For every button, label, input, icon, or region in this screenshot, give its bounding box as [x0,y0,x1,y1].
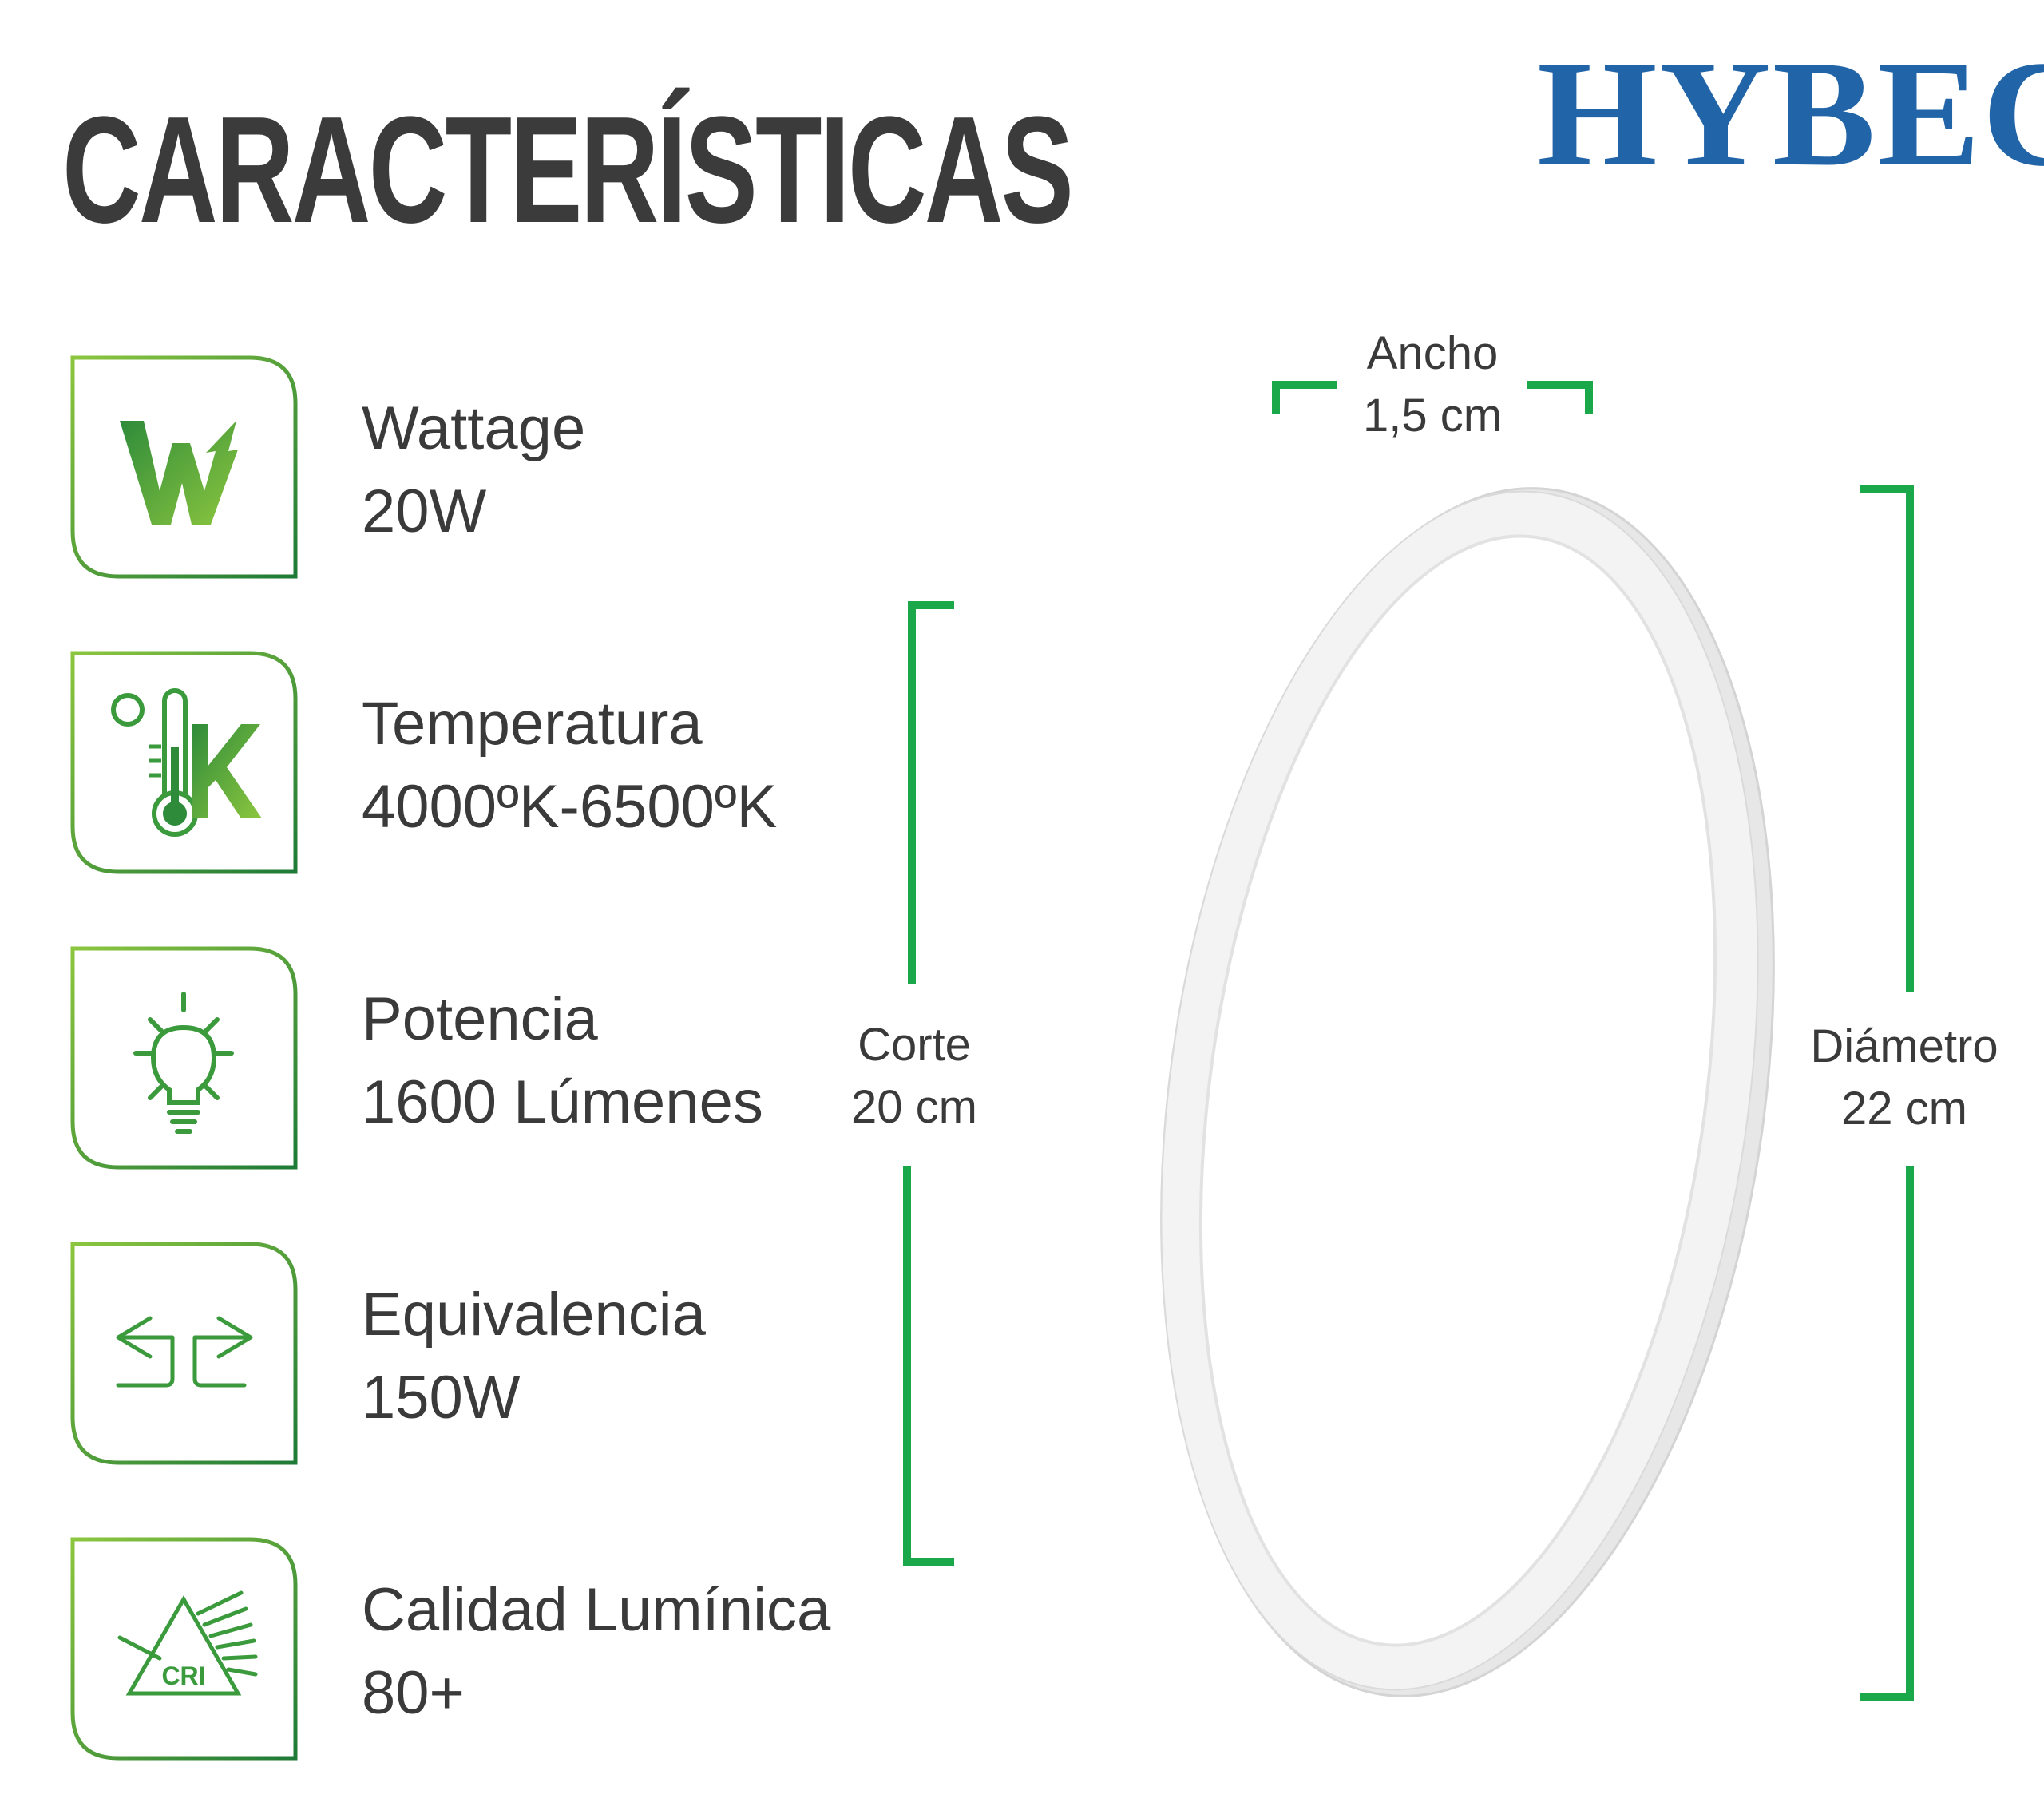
dimension-value: 1,5 cm [1362,390,1503,442]
dimension-width: Ancho 1,5 cm [1353,323,1512,447]
dimension-value: 22 cm [1841,1083,1967,1135]
feature-light-quality: CRI Calidad Lumínica 80+ [70,1537,949,1764]
feature-label: Equivalencia [362,1281,706,1349]
page-title: CARACTERÍSTICAS [62,85,1074,255]
dimension-diameter: Diámetro 22 cm [1796,1016,2012,1140]
brand-logo: HYBEC [1537,30,2044,198]
feature-value: 80+ [362,1659,465,1727]
svg-text:CRI: CRI [161,1662,205,1690]
wattage-icon [70,355,298,579]
feature-value: 150W [362,1364,521,1432]
round-panel-ring [1160,487,1775,1697]
cri-prism-icon: CRI [70,1537,298,1761]
dimension-cut: Corte 20 cm [830,1014,998,1139]
dimension-label: Diámetro [1810,1020,1998,1072]
lightbulb-icon [70,946,298,1170]
dimension-value: 20 cm [851,1081,977,1133]
equivalence-arrows-icon [70,1242,298,1465]
feature-label: Calidad Lumínica [362,1576,831,1644]
feature-value: 20W [362,477,487,545]
feature-value: 4000ºK-6500ºK [362,773,778,841]
diameter-bracket [1860,485,1914,1701]
dimension-label: Corte [858,1019,971,1071]
feature-wattage: Wattage 20W [70,355,949,583]
feature-label: Potencia [362,985,598,1053]
feature-label: Wattage [362,394,586,462]
cut-bracket [903,601,954,1566]
thermometer-kelvin-icon [70,651,298,874]
feature-temperature: Temperatura 4000ºK-6500ºK [70,651,949,878]
feature-value: 1600 Lúmenes [362,1068,763,1136]
feature-power: Potencia 1600 Lúmenes [70,946,949,1174]
width-bracket [1272,381,1593,414]
feature-equivalence: Equivalencia 150W [70,1242,949,1469]
feature-label: Temperatura [362,690,703,758]
dimension-label: Ancho [1366,327,1499,379]
